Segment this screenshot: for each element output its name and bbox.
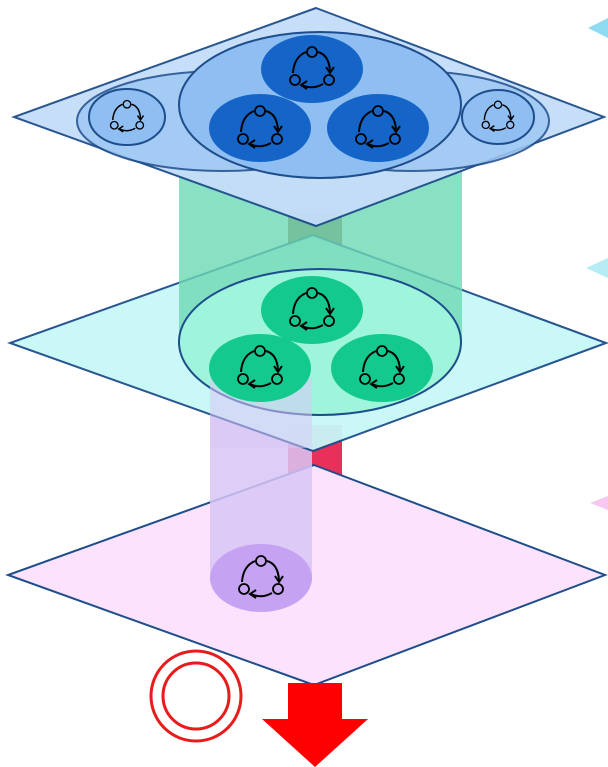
red-arrow-shaft <box>288 683 342 721</box>
top-cluster-top <box>261 35 363 103</box>
edge-pointer-bottom <box>590 496 608 510</box>
large-red-down-arrow-icon <box>262 719 368 767</box>
middle-cluster-right <box>331 334 433 402</box>
top-side-cluster-left <box>88 88 166 146</box>
double-ring-target-icon <box>149 649 243 743</box>
edge-pointer-top <box>588 18 608 38</box>
edge-pointer-middle <box>586 258 608 278</box>
bottom-cluster <box>210 544 312 612</box>
top-cluster-left <box>209 94 311 162</box>
middle-cluster-left <box>209 334 311 402</box>
top-cluster-right <box>327 94 429 162</box>
top-side-cluster-right <box>461 89 535 145</box>
middle-cluster-top <box>261 276 363 344</box>
target-inner-ring <box>161 661 231 731</box>
